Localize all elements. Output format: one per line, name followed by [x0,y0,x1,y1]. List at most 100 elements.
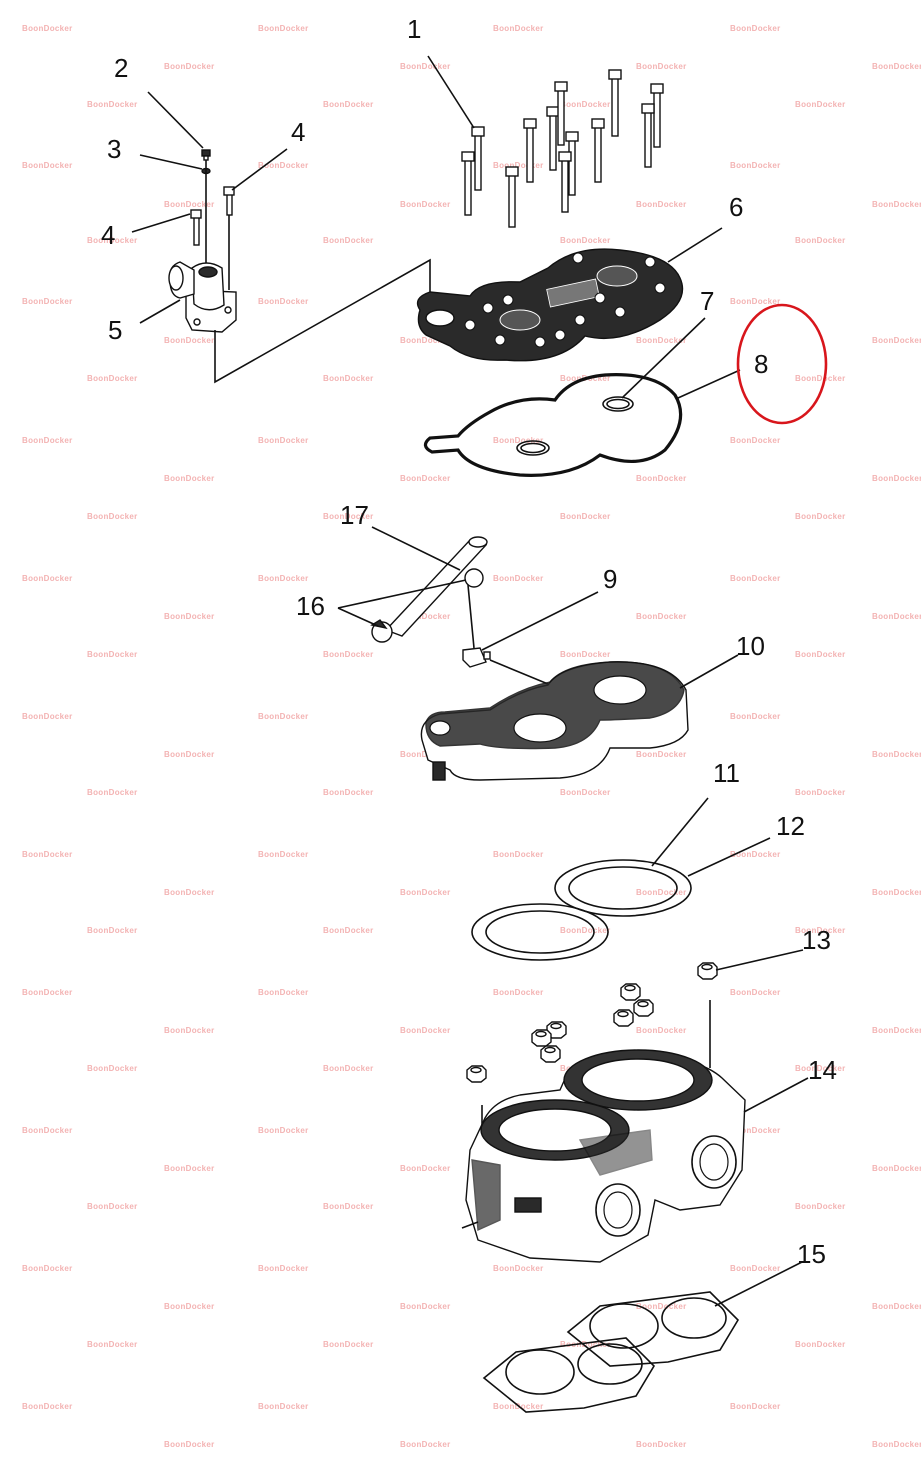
watermark-text: BoonDocker [872,750,921,759]
watermark-text: BoonDocker [258,297,309,306]
part-label-14: 14 [808,1055,837,1085]
part-label-6: 6 [729,192,743,222]
part-label-11: 11 [713,758,740,788]
watermark-text: BoonDocker [323,374,374,383]
watermark-text: BoonDocker [795,1340,846,1349]
watermark-text: BoonDocker [560,926,611,935]
watermark-text: BoonDocker [323,1064,374,1073]
watermark-text: BoonDocker [164,1164,215,1173]
watermark-text: BoonDocker [636,474,687,483]
watermark-text: BoonDocker [560,1340,611,1349]
watermark-text: BoonDocker [87,650,138,659]
part-label-5: 5 [108,315,122,345]
part-label-3: 3 [107,134,121,164]
leader-lines [131,55,809,1307]
base-gaskets [482,1291,740,1413]
watermark-text: BoonDocker [87,236,138,245]
part-label-7: 7 [700,286,714,316]
nuts [466,962,718,1150]
head-gasket-and-o-rings [423,373,683,477]
watermark-text: BoonDocker [164,612,215,621]
watermark-text: BoonDocker [636,888,687,897]
watermark-text: BoonDocker [400,336,451,345]
watermark-text: BoonDocker [730,1264,781,1273]
part-labels: 1 2 3 4 4 5 6 7 8 9 10 11 12 13 14 15 16… [101,14,837,1269]
part-label-8: 8 [754,349,768,379]
fitting [462,584,549,685]
watermark-text: BoonDocker [730,574,781,583]
watermark-text: BoonDocker [258,574,309,583]
watermark-text: BoonDocker [795,1064,846,1073]
watermark-text: BoonDocker [323,236,374,245]
thermostat-housing-assembly [168,149,431,384]
watermark-text: BoonDocker [164,200,215,209]
part-label-12: 12 [776,811,805,841]
watermark-text: BoonDocker [323,1340,374,1349]
watermark-text: BoonDocker [164,1026,215,1035]
watermark-text: BoonDocker [22,436,73,445]
watermark-text: BoonDocker [400,1026,451,1035]
watermark-text: BoonDocker [87,100,138,109]
cylinder-head [420,661,689,781]
watermark-text: BoonDocker [730,988,781,997]
watermark-text: BoonDocker [872,1026,921,1035]
watermark-text: BoonDocker [323,100,374,109]
cylinder-head-cover [416,248,684,362]
watermark-text: BoonDocker [636,1440,687,1449]
watermark-text: BoonDocker [493,161,544,170]
watermark-text: BoonDocker [164,1440,215,1449]
watermark-text: BoonDocker [872,612,921,621]
watermark-text: BoonDocker [400,474,451,483]
watermark-text: BoonDocker [87,788,138,797]
watermark-text: BoonDocker [730,712,781,721]
watermark-text: BoonDocker [493,436,544,445]
watermark-text: BoonDocker [87,1340,138,1349]
watermark-text: BoonDocker [22,24,73,33]
watermark-text: BoonDocker [795,788,846,797]
watermark-text: BoonDocker [400,62,451,71]
watermark-text: BoonDocker [22,161,73,170]
watermark-text: BoonDocker [87,926,138,935]
watermark-text: BoonDocker [795,100,846,109]
watermark-text: BoonDocker [323,926,374,935]
watermark-text: BoonDocker [164,888,215,897]
watermark-text: BoonDocker [872,888,921,897]
watermark-text: BoonDocker [258,712,309,721]
watermark-text: BoonDocker [87,1064,138,1073]
watermark-text: BoonDocker [258,988,309,997]
watermark-text: BoonDocker [323,788,374,797]
watermark-text: BoonDocker [258,1126,309,1135]
watermark-text: BoonDocker [87,1202,138,1211]
watermark-text: BoonDocker [22,712,73,721]
watermark-text: BoonDocker [258,161,309,170]
part-label-10: 10 [736,631,765,661]
watermark-text: BoonDocker [872,62,921,71]
watermark-text: BoonDocker [258,850,309,859]
part-label-2: 2 [114,53,128,83]
watermark-text: BoonDocker [560,236,611,245]
part-label-17: 17 [340,500,369,530]
cylinder-o-rings [471,859,692,961]
watermark-text: BoonDocker [560,650,611,659]
watermark-text: BoonDocker [164,336,215,345]
watermark-text: BoonDocker [636,200,687,209]
watermark-text: BoonDocker [87,374,138,383]
watermark-text: BoonDocker [400,1164,451,1173]
part-label-15: 15 [797,1239,826,1269]
watermark-text: BoonDocker [795,512,846,521]
watermark-text: BoonDocker [323,650,374,659]
part-label-1: 1 [407,14,421,44]
watermark-text: BoonDocker [493,850,544,859]
watermark-text: BoonDocker [872,1440,921,1449]
watermark-text: BoonDocker [872,474,921,483]
watermark-text: BoonDocker [493,24,544,33]
watermark-text: BoonDocker [22,574,73,583]
cylinder-block [461,1049,746,1263]
part-label-13: 13 [802,925,831,955]
watermark-text: BoonDocker [493,1264,544,1273]
watermark-text: BoonDocker [400,1440,451,1449]
highlight-circle [736,303,828,425]
watermark-text: BoonDocker [164,62,215,71]
watermark-text: BoonDocker [164,750,215,759]
